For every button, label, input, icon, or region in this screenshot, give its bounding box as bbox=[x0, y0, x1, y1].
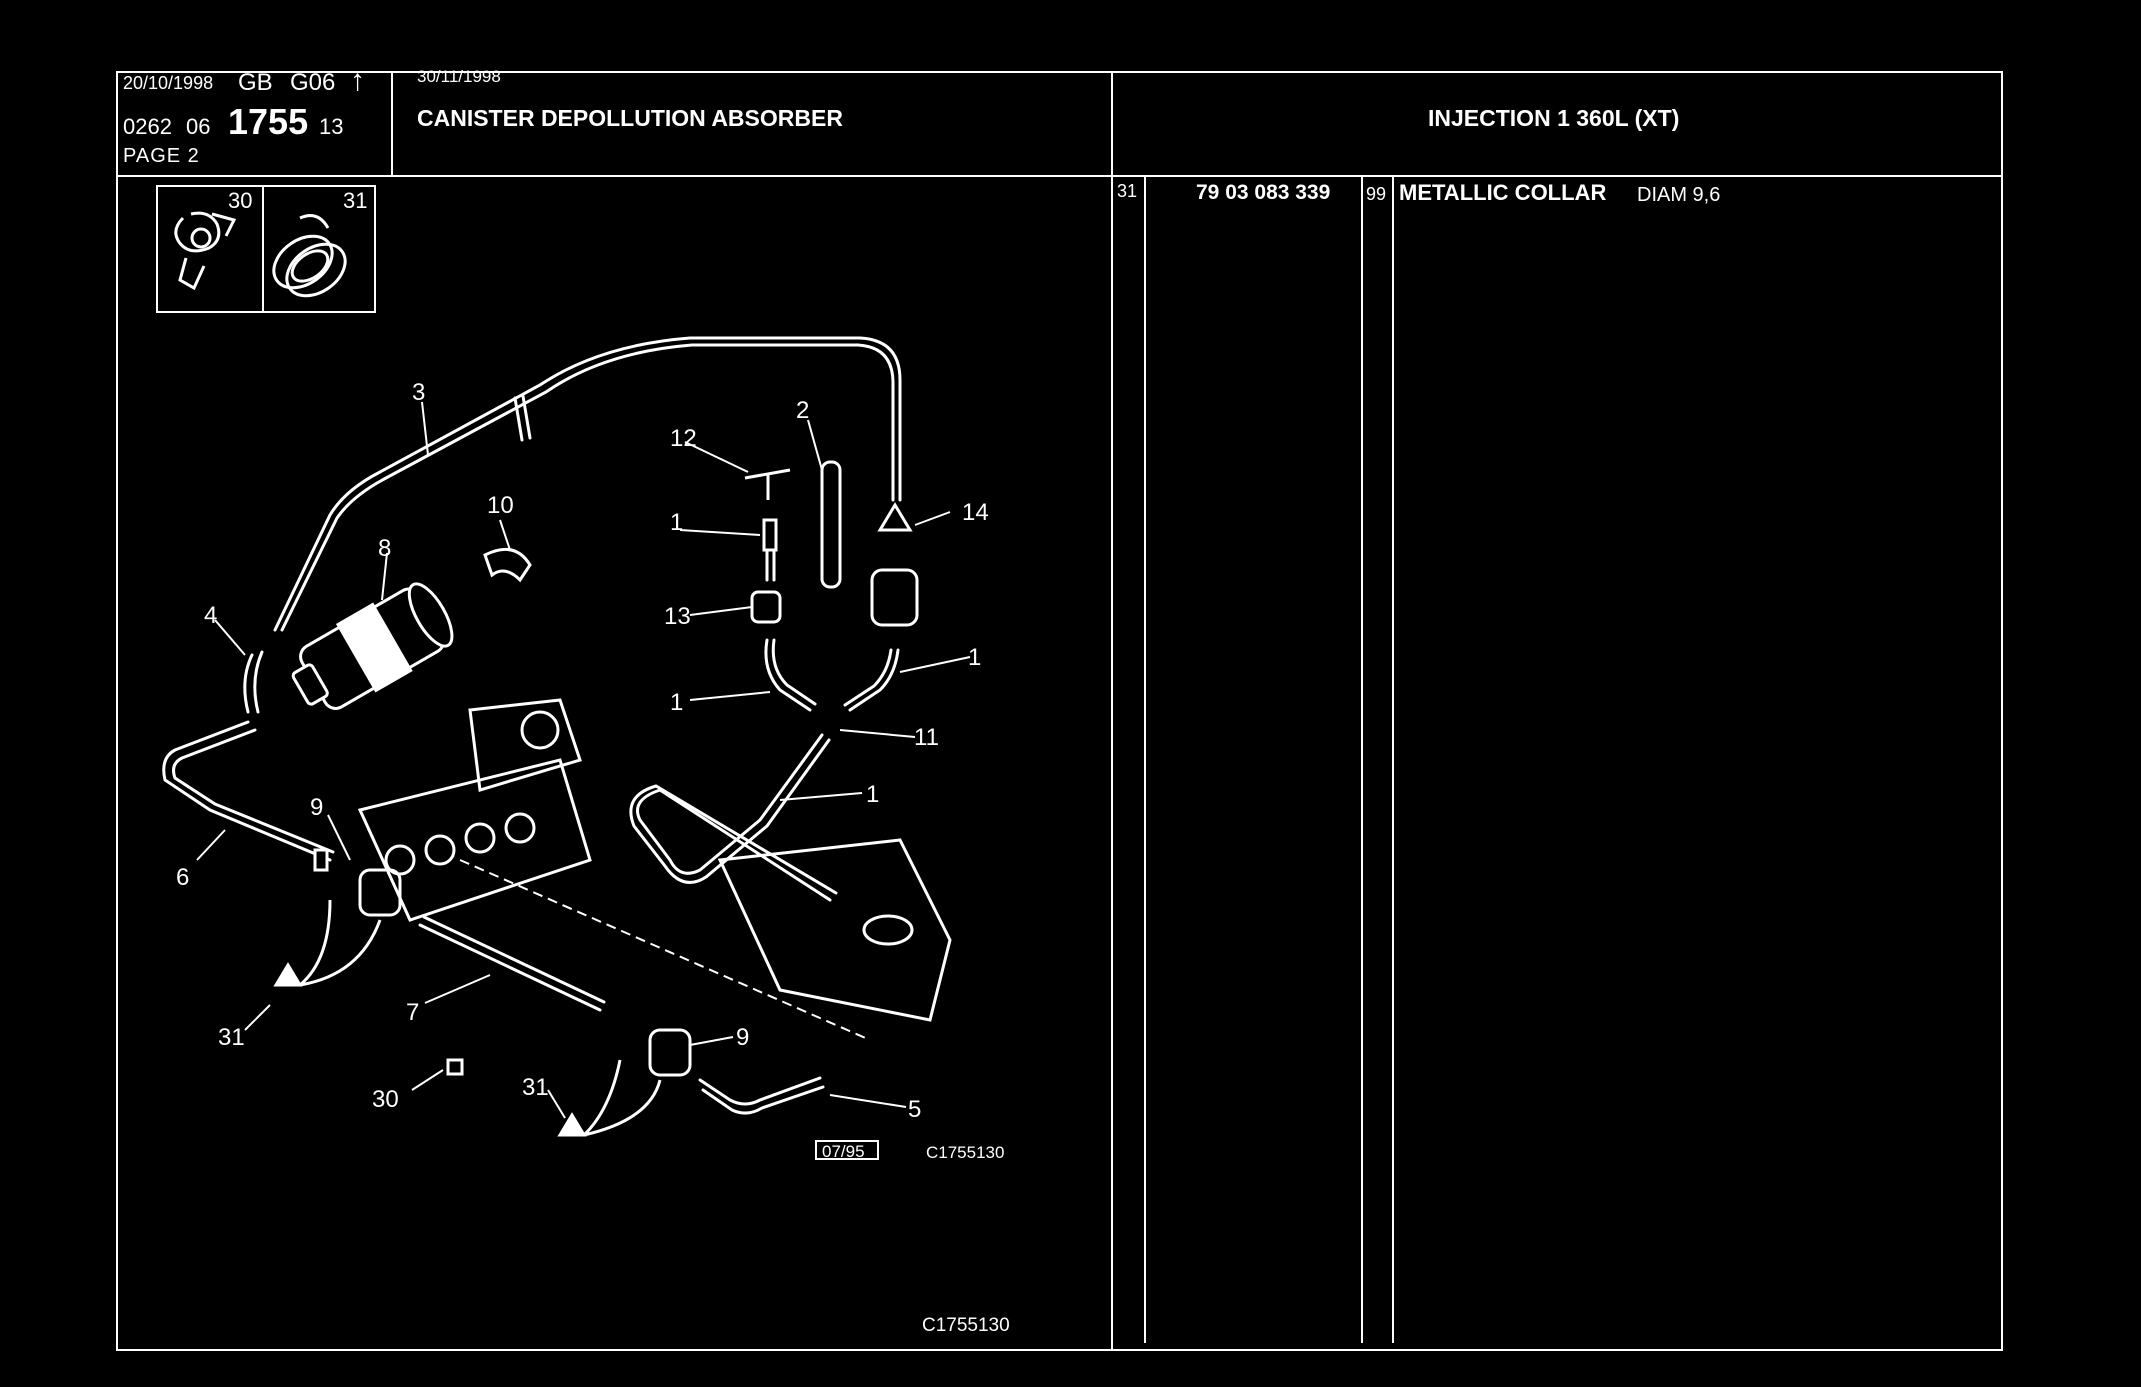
clip-30-marker bbox=[446, 1058, 464, 1076]
part-ref: 31 bbox=[1117, 181, 1138, 201]
update-date: 30/11/1998 bbox=[417, 67, 501, 86]
table-col-divider-1 bbox=[1144, 177, 1146, 1343]
callout-11: 11 bbox=[914, 724, 939, 751]
damper-9-upper bbox=[313, 848, 402, 917]
thumb-box-bottom bbox=[156, 311, 376, 313]
thumb-30-label: 30 bbox=[228, 188, 253, 213]
part-number[interactable]: 79 03 083 339 bbox=[1196, 181, 1331, 204]
tee-12 bbox=[744, 468, 791, 500]
filter-14-body bbox=[870, 568, 919, 627]
callout-1d: 1 bbox=[866, 781, 879, 808]
callout-13: 13 bbox=[664, 603, 691, 630]
page-title: CANISTER DEPOLLUTION ABSORBER bbox=[417, 105, 843, 131]
callout-9b: 9 bbox=[736, 1024, 749, 1051]
ref-prefix: 0262 bbox=[123, 114, 172, 139]
header-divider bbox=[116, 175, 2003, 177]
callout-4: 4 bbox=[204, 602, 217, 629]
pipe-7 bbox=[418, 915, 606, 1012]
thumb-box-mid bbox=[262, 185, 264, 313]
pipe-1-lower bbox=[636, 733, 832, 902]
thumb-box-right bbox=[374, 185, 376, 313]
table-col-divider-2 bbox=[1361, 177, 1363, 1343]
callout-8: 8 bbox=[378, 535, 391, 562]
main-col-divider bbox=[1111, 71, 1113, 1351]
table-col-divider-3 bbox=[1392, 177, 1394, 1343]
callout-2: 2 bbox=[796, 397, 809, 424]
thumb-31-label: 31 bbox=[343, 188, 368, 213]
parts-sheet-frame bbox=[116, 71, 2003, 1351]
damper-9-lower bbox=[648, 1028, 692, 1077]
callout-10: 10 bbox=[487, 492, 514, 519]
clip-10 bbox=[483, 547, 532, 583]
thumb-box-left bbox=[156, 185, 158, 313]
tube-2 bbox=[820, 460, 842, 589]
callout-14: 14 bbox=[962, 499, 989, 526]
callout-6: 6 bbox=[176, 864, 189, 891]
manifold bbox=[357, 698, 952, 1022]
callout-1a: 1 bbox=[670, 509, 683, 536]
pipe-6 bbox=[162, 720, 332, 862]
callout-12: 12 bbox=[670, 425, 697, 452]
part-name[interactable]: METALLIC COLLAR bbox=[1399, 180, 1607, 205]
pipe-3 bbox=[273, 336, 902, 632]
callout-1b: 1 bbox=[968, 644, 981, 671]
filter-13 bbox=[750, 590, 782, 624]
hose-4 bbox=[243, 650, 264, 714]
part-qty: 99 bbox=[1366, 184, 1387, 204]
callout-7: 7 bbox=[406, 999, 419, 1026]
pipe-5 bbox=[698, 1076, 825, 1115]
header-col-divider-1 bbox=[391, 71, 393, 177]
ref-section: 06 bbox=[186, 114, 211, 139]
header-date: 20/10/1998 bbox=[123, 73, 214, 93]
valve-14 bbox=[877, 502, 913, 532]
header-lang: GB bbox=[238, 69, 273, 96]
date-box-text: 07/95 bbox=[822, 1142, 865, 1161]
ref-number: 1755 bbox=[228, 101, 309, 142]
thumb-box-top bbox=[156, 185, 376, 187]
page-label: PAGE 2 bbox=[123, 145, 200, 167]
diagram-code: C1755130 bbox=[926, 1143, 1004, 1162]
part-detail: DIAM 9,6 bbox=[1637, 184, 1721, 206]
callout-1c: 1 bbox=[670, 689, 683, 716]
callout-31b: 31 bbox=[522, 1074, 549, 1101]
callout-31a: 31 bbox=[218, 1024, 245, 1051]
clip-icon bbox=[174, 211, 237, 291]
ref-suffix: 13 bbox=[319, 114, 344, 139]
callout-5: 5 bbox=[908, 1096, 921, 1123]
hose-collar-icon bbox=[272, 214, 347, 298]
header-group: G06 bbox=[290, 69, 336, 96]
collar-31-markers bbox=[273, 962, 587, 1137]
callout-30: 30 bbox=[372, 1086, 399, 1113]
canister-8 bbox=[291, 582, 454, 710]
callout-3: 3 bbox=[412, 379, 425, 406]
footer-code: C1755130 bbox=[922, 1315, 1010, 1336]
date-box bbox=[815, 1140, 879, 1160]
up-arrow-icon[interactable]: ↑ bbox=[350, 64, 365, 97]
application-title: INJECTION 1 360L (XT) bbox=[1428, 105, 1680, 131]
callout-9a: 9 bbox=[310, 794, 323, 821]
